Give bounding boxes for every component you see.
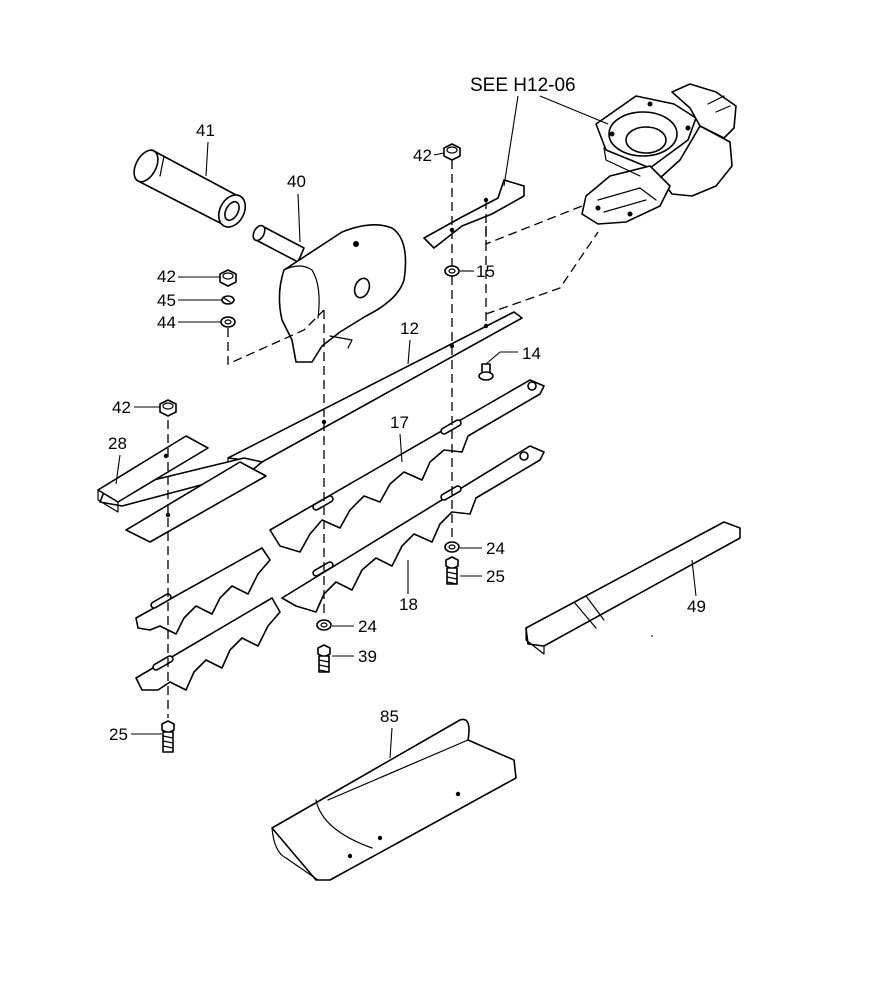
gear-case (581, 83, 737, 225)
callout-15: 15 (476, 262, 495, 281)
callout-41: 41 (196, 121, 215, 140)
connecting-plate (423, 179, 525, 249)
blade-cover (271, 718, 517, 881)
callout-24-right: 24 (486, 539, 505, 558)
hardware (159, 143, 494, 753)
reference-note: SEE H12-06 (470, 75, 609, 187)
callout-40: 40 (287, 172, 306, 191)
handle-bracket (252, 224, 407, 363)
callout-25-left: 25 (109, 725, 128, 744)
lower-blade (135, 445, 545, 691)
callout-45: 45 (157, 291, 176, 310)
callout-39: 39 (358, 647, 377, 666)
callout-18: 18 (399, 595, 418, 614)
grip (133, 149, 247, 228)
callout-49: 49 (687, 597, 706, 616)
callout-12: 12 (400, 319, 419, 338)
assembly-lines (167, 160, 599, 718)
callout-24-left: 24 (358, 617, 377, 636)
guard-strip (97, 435, 267, 543)
callout-42-mid: 42 (157, 267, 176, 286)
callout-85: 85 (380, 707, 399, 726)
sheath-bar (525, 521, 741, 655)
callout-28: 28 (108, 434, 127, 453)
callout-14: 14 (522, 344, 541, 363)
callouts: 41 40 42 15 42 45 44 12 14 42 28 17 24 2… (108, 121, 706, 759)
callout-17: 17 (390, 413, 409, 432)
callout-44: 44 (157, 313, 176, 332)
upper-blade (135, 379, 545, 635)
callout-25-right: 25 (486, 567, 505, 586)
callout-42-low: 42 (112, 398, 131, 417)
see-reference: SEE H12-06 (470, 75, 576, 96)
callout-42-top: 42 (413, 146, 432, 165)
